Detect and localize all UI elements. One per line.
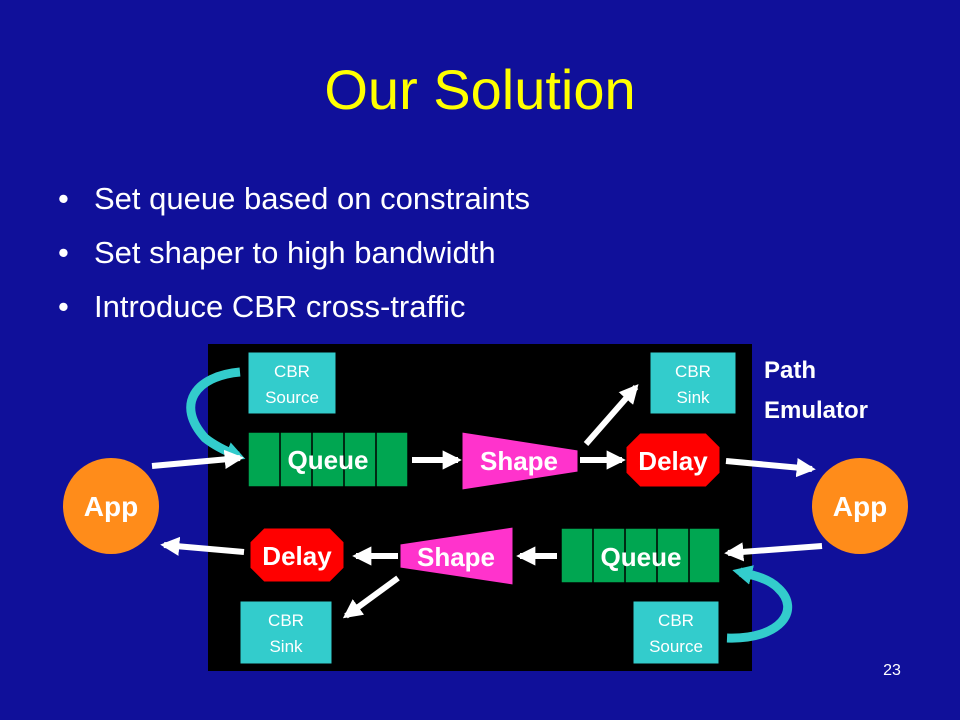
emulator-label-line2: Emulator — [764, 397, 868, 424]
bullet-text: Set queue based on constraints — [94, 181, 531, 216]
cbr-sink-box-top — [649, 351, 737, 415]
delay-top-label: Delay — [638, 446, 708, 476]
arrow-to-cbr-sink-bottom — [342, 575, 400, 619]
app-right — [812, 458, 908, 554]
cbr-source-box-top — [247, 351, 337, 415]
cbr-source-bottom-line1: CBR — [658, 611, 694, 630]
arrow-to-app-right — [725, 458, 816, 478]
arrow-to-cbr-sink-top — [583, 384, 639, 446]
app-left-label: App — [84, 491, 138, 522]
bullet-dot: • — [58, 289, 69, 324]
cbr-sink-box-bottom — [239, 600, 333, 665]
cbr-source-bottom-line2: Source — [649, 637, 703, 656]
arrow-app-right-to-queue — [724, 542, 823, 562]
cbr-source-top-line2: Source — [265, 388, 319, 407]
emulator-label-line1: Path — [764, 357, 816, 384]
cbr-source-top-line1: CBR — [274, 362, 310, 381]
queue-bottom — [560, 527, 721, 584]
shape-bottom — [399, 526, 514, 586]
bullet-dot: • — [58, 181, 69, 216]
queue-top — [247, 431, 409, 488]
app-right-label: App — [833, 491, 887, 522]
delay-bottom — [249, 527, 345, 583]
delay-top — [625, 432, 721, 488]
cbr-sink-bottom-line1: CBR — [268, 611, 304, 630]
app-left — [63, 458, 159, 554]
cbr-sink-top-line1: CBR — [675, 362, 711, 381]
bullet-text: Set shaper to high bandwidth — [94, 235, 496, 270]
slide-title: Our Solution — [324, 58, 636, 121]
page-number: 23 — [883, 662, 901, 679]
queue-top-label: Queue — [288, 445, 369, 475]
bullet-item: • Set queue based on constraints — [58, 172, 530, 226]
arrow-app-left-to-queue — [151, 449, 244, 469]
bullet-item: • Introduce CBR cross-traffic — [58, 280, 530, 334]
cbr-source-box-bottom — [632, 600, 720, 665]
cbr-sink-bottom-line2: Sink — [269, 637, 303, 656]
shape-top — [461, 431, 579, 491]
bullet-text: Introduce CBR cross-traffic — [94, 289, 466, 324]
delay-bottom-label: Delay — [262, 541, 332, 571]
shape-top-label: Shape — [480, 446, 558, 476]
cbr-sink-top-line2: Sink — [676, 388, 710, 407]
bullet-item: • Set shaper to high bandwidth — [58, 226, 530, 280]
bullet-dot: • — [58, 235, 69, 270]
cbr-source-bottom-arrow — [726, 565, 793, 643]
bullet-list: • Set queue based on constraints • Set sha… — [58, 172, 530, 334]
shape-bottom-label: Shape — [417, 542, 495, 572]
queue-bottom-label: Queue — [601, 542, 682, 572]
arrow-to-app-left — [160, 536, 245, 556]
